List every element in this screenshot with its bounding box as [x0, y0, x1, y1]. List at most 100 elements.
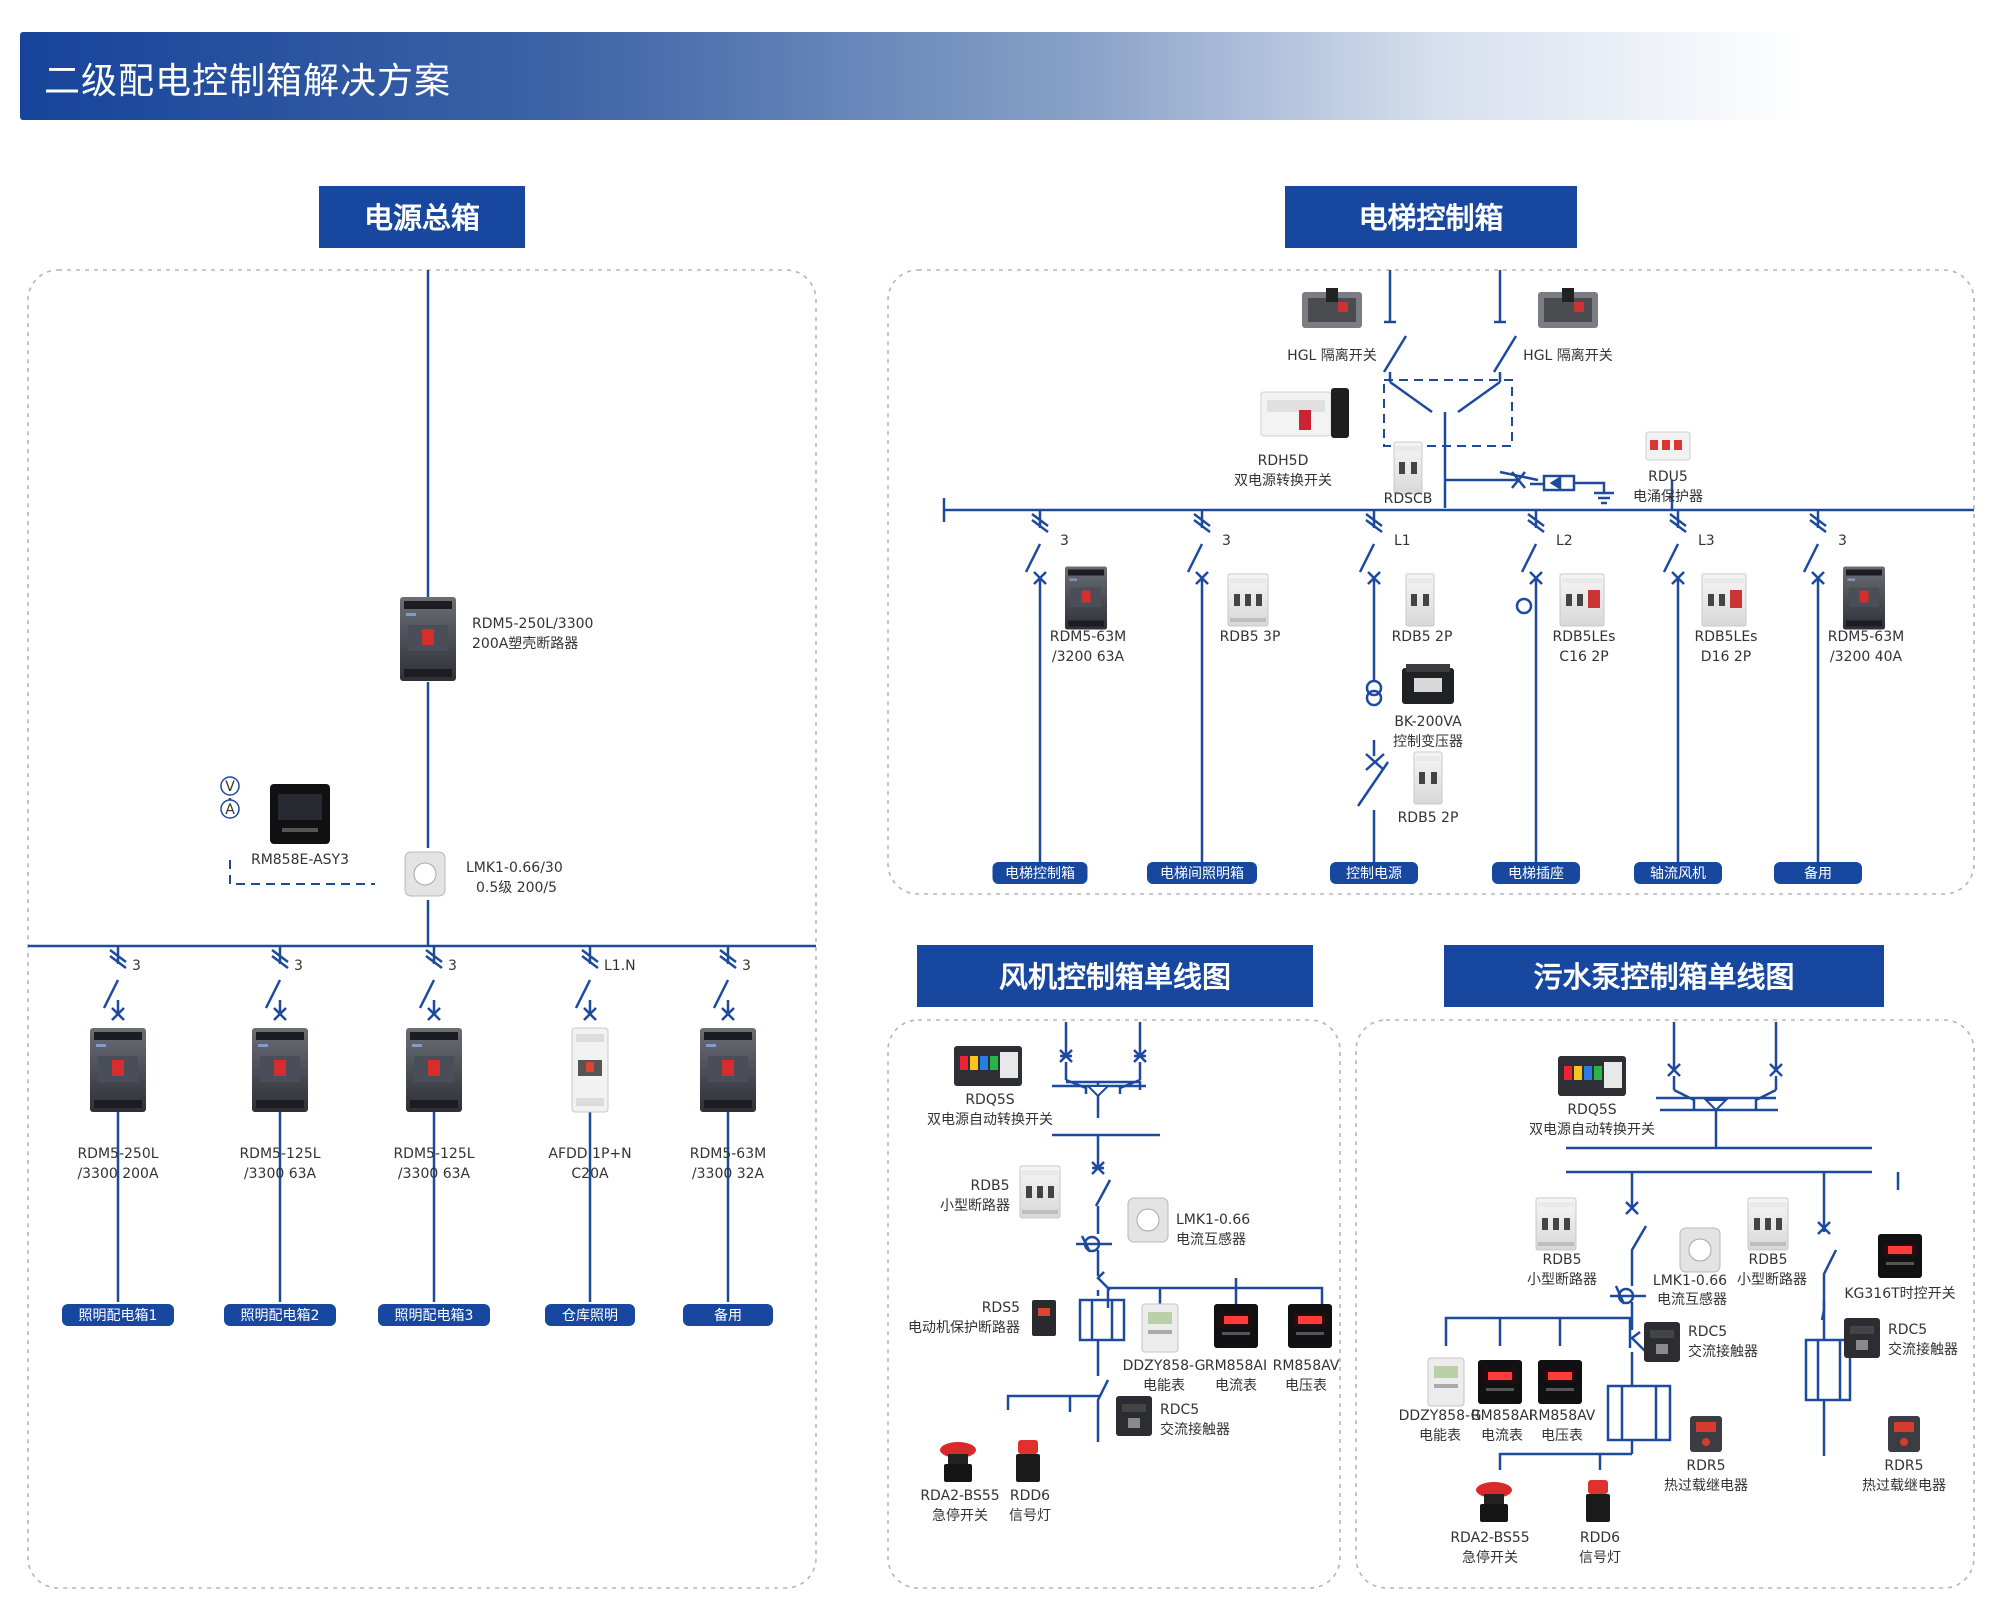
main-feeder-spec-5: /3300 32A	[692, 1166, 765, 1182]
pump-rdr5-left-image	[1690, 1416, 1722, 1452]
fan-lamp-model: RDD6	[1010, 1488, 1050, 1504]
fan-lamp-image	[1016, 1440, 1040, 1482]
main-feeder-tag-1: 照明配电箱1	[79, 1308, 158, 1324]
rdh5d-desc: 双电源转换开关	[1234, 472, 1332, 489]
elevator-branch-tag-bg-2	[1147, 862, 1257, 884]
elevator-branch-tag-bg-1	[992, 862, 1088, 884]
pump-meter3-desc: 电压表	[1541, 1428, 1583, 1444]
pump-contactor-right-desc: 交流接触器	[1888, 1341, 1958, 1358]
pump-box-title-bg	[1444, 945, 1884, 1007]
fan-mpcb-desc: 电动机保护断路器	[908, 1320, 1020, 1336]
elevator-branch-poles-3: L1	[1394, 533, 1411, 549]
main-feeder-switch-1	[102, 946, 127, 1021]
elevator-branch-tag-5: 轴流风机	[1650, 866, 1706, 882]
main-feeder-tag-5: 备用	[714, 1307, 742, 1324]
main-feeder-tag-4: 仓库照明	[562, 1308, 618, 1324]
main-feeder-tag-bg-4	[545, 1304, 635, 1326]
main-feeder-tag-bg-3	[378, 1304, 490, 1326]
fan-ammeter-image	[1214, 1304, 1258, 1348]
fan-meter2-desc: 电流表	[1215, 1378, 1257, 1394]
main-feeder-switch-4	[574, 946, 599, 1021]
main-box-section: 电源总箱 V A RDM5-250L/3300 200A塑壳断路器 RM858E…	[27, 186, 817, 1589]
pump-ats-desc: 双电源自动转换开关	[1529, 1121, 1655, 1138]
elevator-branch-tag-2: 电梯间照明箱	[1160, 866, 1244, 882]
main-feeder-spec-1: /3300 200A	[77, 1166, 159, 1182]
elevator-box-title-bg	[1285, 186, 1577, 248]
fan-meter3-model: RM858AV	[1273, 1358, 1340, 1374]
elevator-branch-tag-1: 电梯控制箱	[1005, 866, 1075, 882]
hgl-isolator-left-image	[1302, 288, 1362, 328]
ammeter-symbol: A	[225, 802, 235, 818]
elevator-box-wiring	[942, 270, 1974, 522]
pump-box-title: 污水泵控制箱单线图	[1533, 960, 1794, 994]
hgl-isolator-right-image	[1538, 288, 1598, 328]
elevator-branch-tag-bg-3	[1330, 862, 1418, 884]
main-feeder-poles-2: 3	[294, 958, 303, 974]
elevator-branch-device-image-1	[1065, 566, 1107, 630]
main-feeder-device-image-1	[90, 1028, 146, 1112]
pump-lamp-model: RDD6	[1580, 1530, 1620, 1546]
elevator-branch-poles-1: 3	[1060, 533, 1069, 549]
main-box-vm-symbols	[220, 776, 240, 819]
fan-box-section: 风机控制箱单线图 RDQ5S 双电源自动转换开关 RDB5 小型断路器 LMK1…	[887, 945, 1341, 1589]
rdu5-model: RDU5	[1648, 469, 1688, 485]
elevator-branch-poles-6: 3	[1838, 533, 1847, 549]
bk-transformer-image	[1402, 664, 1454, 704]
elevator-branch-switch-2	[1186, 510, 1211, 620]
lower-breaker-label: RDB5 2P	[1398, 810, 1459, 826]
main-box-border	[27, 269, 817, 1589]
rdu5-spd-image	[1645, 431, 1691, 461]
pump-mcb-left-model: RDB5	[1542, 1252, 1581, 1268]
fan-energy-meter-image	[1141, 1303, 1179, 1353]
fan-lamp-desc: 信号灯	[1009, 1508, 1051, 1524]
pump-rdc5-left-image	[1644, 1322, 1680, 1362]
incomer-model: RDM5-250L/3300	[472, 616, 593, 632]
pump-meter1-model: DDZY858-G	[1399, 1408, 1482, 1424]
elevator-box-section: 电梯控制箱 HGL 隔离开关 HGL 隔离开关	[887, 186, 1975, 895]
pump-mcb-right-desc: 小型断路器	[1737, 1272, 1807, 1288]
pump-contactor-right-model: RDC5	[1888, 1322, 1927, 1338]
fan-mpcb-model: RDS5	[982, 1300, 1020, 1316]
ats-dashed-frame	[1383, 379, 1513, 447]
pump-mcb-left-desc: 小型断路器	[1527, 1272, 1597, 1288]
fan-box-border	[887, 1019, 1341, 1589]
rdh5d-model: RDH5D	[1258, 453, 1309, 469]
hgl-isolator-left-label: HGL 隔离开关	[1287, 347, 1377, 364]
pump-relay-right-model: RDR5	[1884, 1458, 1923, 1474]
elevator-branch-device-image-6	[1843, 566, 1885, 630]
main-feeder-model-2: RDM5-125L	[239, 1146, 320, 1162]
pump-energy-meter-image	[1427, 1357, 1465, 1407]
main-box-title-bg	[319, 186, 525, 248]
elevator-branch-line2-4: C16 2P	[1559, 649, 1608, 665]
fan-box-title: 风机控制箱单线图	[999, 960, 1231, 994]
elevator-branch-line1-2: RDB5 3P	[1220, 629, 1281, 645]
fan-ct-model: LMK1-0.66	[1176, 1212, 1250, 1228]
fan-rdb5-image	[1019, 1165, 1061, 1219]
elevator-branch-tag-bg-4	[1492, 862, 1580, 884]
elevator-branch-line2-5: D16 2P	[1701, 649, 1751, 665]
elevator-branch-switch-1	[1024, 510, 1049, 620]
elevator-branch-tag-3: 控制电源	[1346, 866, 1402, 882]
main-feeder-device-image-5	[700, 1028, 756, 1112]
meter-model: RM858E-ASY3	[251, 852, 349, 868]
hgl-isolator-right-label: HGL 隔离开关	[1523, 347, 1613, 364]
rdscb-image	[1393, 441, 1423, 495]
main-box-title: 电源总箱	[364, 201, 480, 235]
elevator-branch-line2-1: /3200 63A	[1052, 649, 1125, 665]
pump-ct-desc: 电流互感器	[1657, 1291, 1727, 1308]
main-feeder-switch-5	[712, 946, 737, 1021]
fan-box-title-bg	[917, 945, 1313, 1007]
elevator-branch-switch-4	[1520, 510, 1545, 620]
pump-relay-left-desc: 热过载继电器	[1664, 1478, 1748, 1494]
elevator-branch-tag-bg-6	[1774, 862, 1862, 884]
pump-ct-image	[1679, 1227, 1721, 1273]
pump-rdr5-right-image	[1888, 1416, 1920, 1452]
main-feeder-tag-3: 照明配电箱3	[395, 1308, 474, 1324]
pump-box-section: 污水泵控制箱单线图 RDQ5S 双电源自动转换开关 RDB5 小型断路器	[1355, 945, 1975, 1589]
main-feeder-model-3: RDM5-125L	[393, 1146, 474, 1162]
fan-contactor-model: RDC5	[1160, 1402, 1199, 1418]
elevator-box-title: 电梯控制箱	[1358, 201, 1503, 235]
elevator-branch-poles-4: L2	[1556, 533, 1573, 549]
